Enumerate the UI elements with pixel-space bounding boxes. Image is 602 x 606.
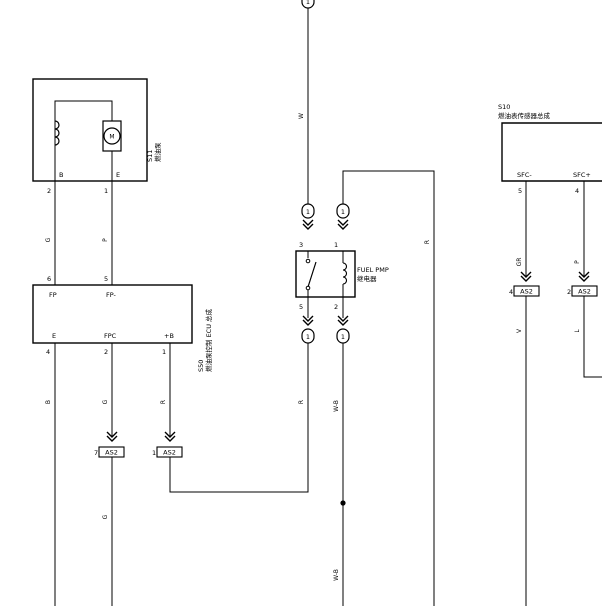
ecu-pin-e-number: 4: [46, 348, 50, 356]
svg-text:1: 1: [306, 208, 310, 216]
svg-text:AS2: AS2: [105, 449, 118, 457]
pump-pin-b-name: B: [59, 171, 63, 179]
connector-as2-s2: 2 AS2: [567, 285, 598, 297]
svg-text:AS2: AS2: [163, 449, 176, 457]
wire-color-sensor-plus: P: [574, 260, 581, 264]
pump-pin-e-name: E: [116, 171, 120, 179]
junction-relay-in-right: 1: [336, 203, 350, 219]
junction-relay-out-left: 1: [301, 328, 315, 344]
ecu-pin-b-name: +B: [164, 332, 174, 340]
wire-color-ecu-fpc: G: [102, 399, 109, 404]
wire-color-relay-feed: W: [298, 113, 305, 119]
relay-coil-icon: [342, 262, 348, 285]
ecu-component: FP FP- E FPC +B S50 燃油泵控制 ECU 总成: [32, 284, 213, 372]
wire-color-ecu-fpc-lower: G: [102, 514, 109, 519]
relay-name-cn: 继电器: [357, 274, 377, 283]
wire-color-relay-1-return: R: [424, 240, 431, 244]
connector-as2-s1: 4 AS2: [509, 285, 540, 297]
motor-icon: M: [102, 120, 122, 152]
wire-color-ecu-b: R: [160, 400, 167, 404]
svg-text:AS2: AS2: [578, 288, 591, 296]
sensor-code: S10: [498, 103, 510, 111]
sensor-box: [501, 122, 602, 182]
pump-name: 燃油泵: [153, 142, 162, 162]
svg-text:1: 1: [306, 0, 310, 6]
svg-text:2: 2: [567, 288, 571, 296]
ecu-pin-fp-name: FP: [49, 291, 57, 299]
motor-label: M: [109, 134, 114, 141]
wire-color-relay-out: R: [298, 400, 305, 404]
pump-pin-b-number: 2: [47, 187, 51, 195]
coil-icon: [54, 120, 60, 146]
switch-contact-icon: [307, 261, 317, 288]
junction-top: 1: [301, 0, 315, 9]
ecu-name: 燃油泵控制 ECU 总成: [204, 308, 213, 372]
svg-text:1: 1: [341, 208, 345, 216]
ecu-code: S50: [197, 360, 205, 372]
ecu-pin-fpc-name: FPC: [104, 332, 117, 340]
fuel-pump-component: M B E 2 1 S11 燃油泵: [32, 78, 162, 195]
wire-color-relay-2: W-B: [333, 400, 340, 412]
relay-name-en: FUEL PMP: [357, 266, 389, 274]
svg-text:1: 1: [306, 333, 310, 341]
svg-text:1: 1: [341, 333, 345, 341]
ecu-box: [32, 284, 193, 344]
wire-color-pump-b: G: [45, 237, 52, 242]
junction-relay-out-right: 1: [336, 328, 350, 344]
junction-relay-in-left: 1: [301, 203, 315, 219]
ecu-pin-fp-number: 6: [47, 275, 51, 283]
splice-point: [340, 500, 346, 506]
connector-as2-b: 1 AS2: [152, 446, 183, 458]
sensor-pin-minus-name: SFC-: [517, 171, 532, 179]
ecu-pin-fpminus-number: 5: [104, 275, 108, 283]
connector-as2-fpc: 7 AS2: [94, 446, 125, 458]
relay-pin-5: 5: [299, 303, 303, 311]
ecu-pin-fpminus-name: FP-: [106, 291, 117, 299]
wire-color-ecu-e: B: [45, 400, 52, 404]
connector-arrow-icon: [337, 219, 349, 230]
svg-text:4: 4: [509, 288, 513, 296]
svg-text:AS2: AS2: [520, 288, 533, 296]
pump-pin-e-number: 1: [104, 187, 108, 195]
wire-color-relay-2-lower: W-B: [333, 569, 340, 581]
pump-code: S11: [146, 150, 154, 162]
ecu-pin-e-name: E: [52, 332, 56, 340]
svg-text:7: 7: [94, 449, 98, 457]
connector-arrow-icon: [302, 219, 314, 230]
wire-color-sensor-minus: GR: [516, 258, 523, 267]
sensor-pin-minus-number: 5: [518, 187, 522, 195]
sensor-component: S10 燃油表传感器总成 SFC- SFC+: [498, 103, 602, 182]
relay-pin-2: 2: [334, 303, 338, 311]
wire-color-sensor-minus-lower: V: [516, 328, 523, 333]
relay-pin-3: 3: [299, 241, 303, 249]
fuel-pump-box: [32, 78, 148, 182]
svg-text:1: 1: [152, 449, 156, 457]
ecu-pin-fpc-number: 2: [104, 348, 108, 356]
sensor-pin-plus-name: SFC+: [573, 171, 591, 179]
sensor-pin-plus-number: 4: [575, 187, 579, 195]
relay-component: [295, 250, 356, 298]
sensor-name: 燃油表传感器总成: [498, 111, 551, 120]
wire-color-sensor-plus-lower: L: [574, 329, 581, 333]
relay-pin-1: 1: [334, 241, 338, 249]
relay-box: [295, 250, 356, 298]
ecu-pin-b-number: 1: [162, 348, 166, 356]
wire-color-pump-e: P: [102, 238, 109, 242]
